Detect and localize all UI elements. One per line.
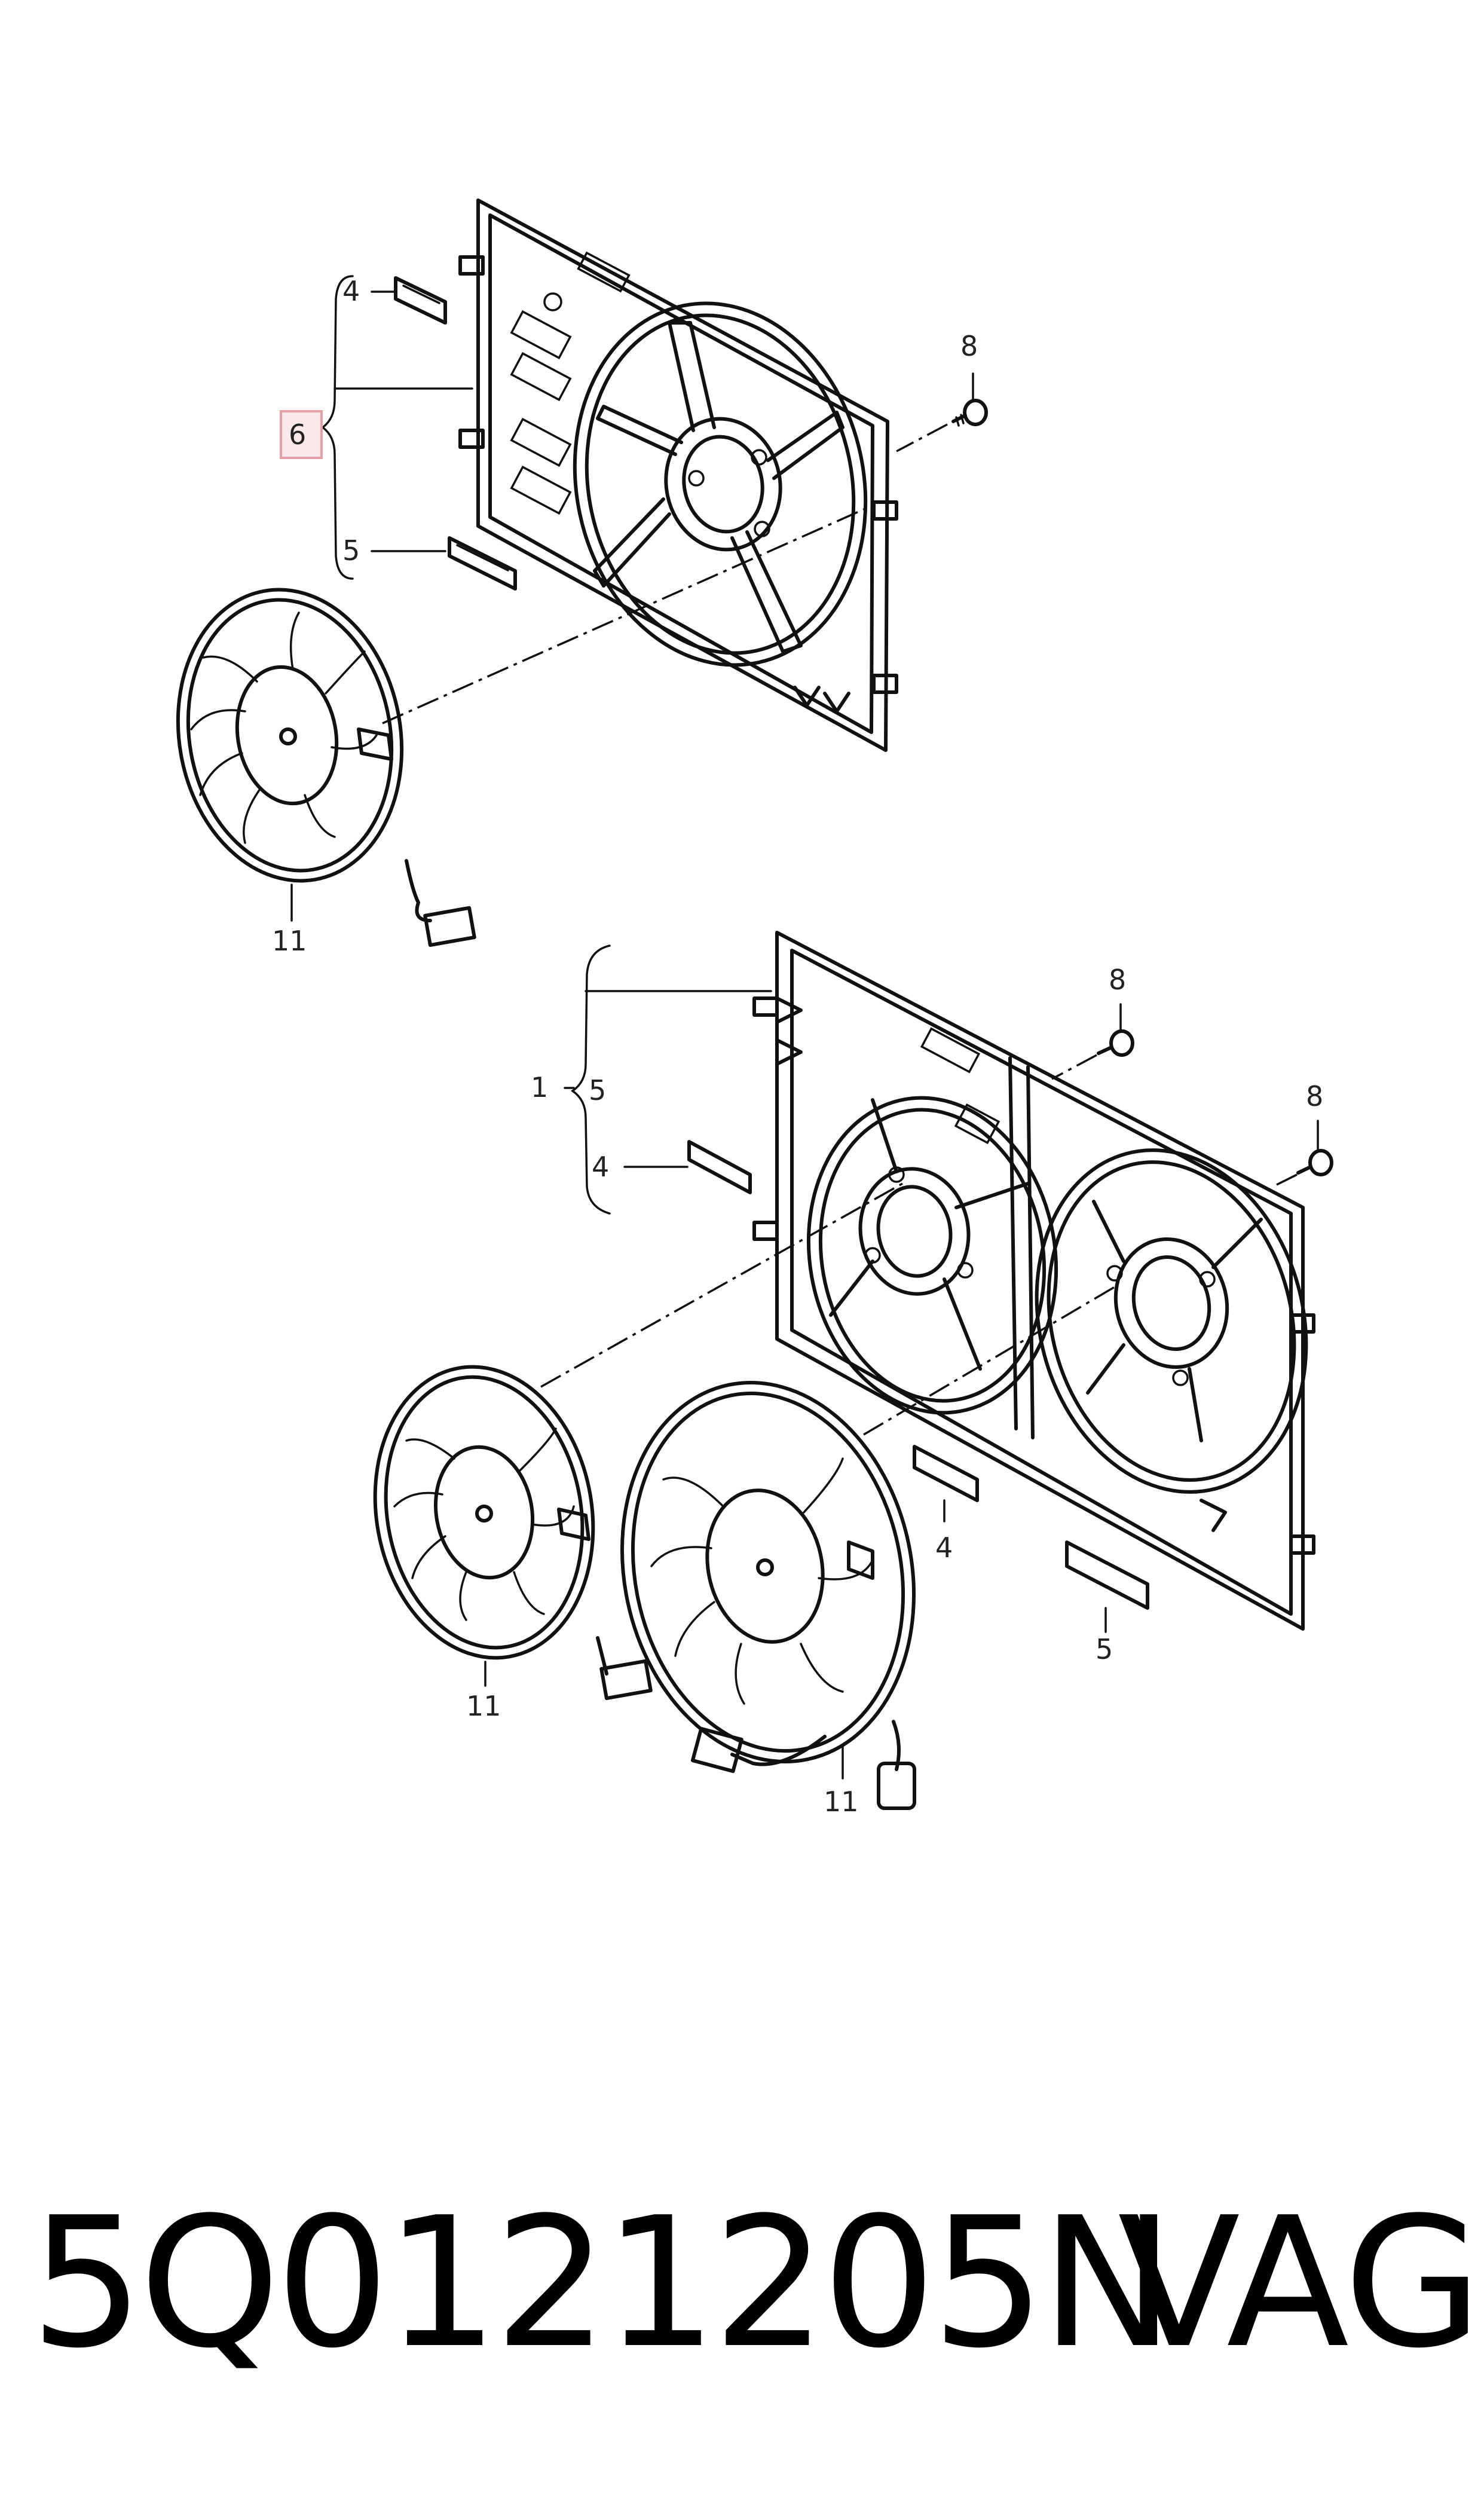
label-4-lower-mid: 4	[935, 1531, 953, 1564]
highlight-box	[280, 410, 323, 459]
label-6: 6	[289, 418, 306, 451]
label-11-upper: 11	[272, 925, 307, 957]
lower-fan-left	[373, 1365, 653, 1701]
label-5-lower-right: 5	[1096, 1633, 1113, 1665]
upper-screw-8	[951, 399, 988, 427]
label-8-lower-left: 8	[1109, 964, 1126, 996]
label-11-lower-right: 11	[824, 1786, 859, 1818]
lower-center-line-right	[863, 1284, 1118, 1436]
label-8-upper: 8	[960, 330, 978, 362]
lower-screw-line-left	[1051, 1054, 1097, 1080]
lower-guide-5-right	[1065, 1540, 1149, 1610]
label-4-lower-left: 4	[592, 1151, 609, 1183]
lower-bracket	[570, 944, 772, 1215]
upper-fan-shroud	[458, 198, 898, 752]
upper-fan-motor	[176, 588, 476, 947]
lower-screw-8-right	[1296, 1149, 1333, 1176]
label-5-lower-bracket: 5	[589, 1074, 606, 1106]
upper-guide-5	[448, 536, 517, 591]
exploded-parts-diagram: 6 4 5 8 11 1 5 4 8 8 4 5 11 11	[176, 198, 1333, 1818]
lower-screw-8-left	[1097, 1029, 1134, 1057]
lower-dual-fan-shroud	[752, 931, 1315, 1631]
lower-guide-4-left	[687, 1140, 752, 1194]
lower-center-line-left	[540, 1182, 903, 1388]
upper-bracket	[321, 275, 473, 580]
brand-name: VAG	[1118, 2179, 1482, 2387]
upper-guide-4	[394, 276, 447, 325]
label-5-upper: 5	[342, 534, 360, 567]
part-number: 5Q0121205N	[30, 2179, 1174, 2387]
lower-screw-line-right	[1272, 1173, 1298, 1188]
upper-center-line	[382, 507, 867, 724]
lower-fan-right	[620, 1381, 916, 1810]
upper-screw-line	[896, 423, 948, 453]
label-8-lower-right: 8	[1306, 1080, 1323, 1112]
label-1: 1	[531, 1071, 548, 1103]
label-4-upper: 4	[342, 275, 360, 307]
label-11-lower-left: 11	[466, 1690, 501, 1722]
lower-guide-4-mid	[913, 1445, 979, 1502]
